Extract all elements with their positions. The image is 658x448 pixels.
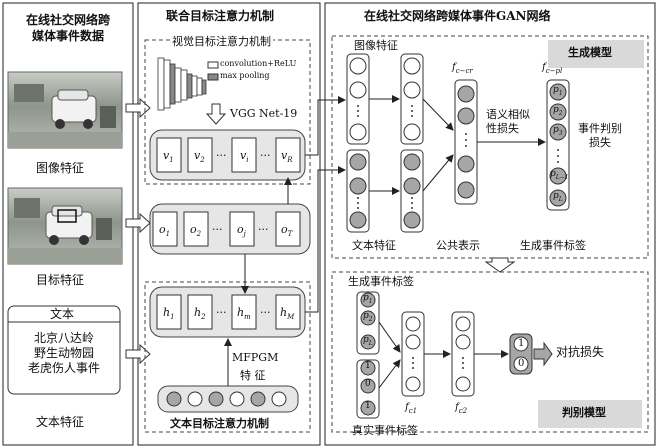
disc-p-nodes	[360, 292, 376, 350]
p-2: p2	[553, 105, 563, 117]
disc-columns	[356, 291, 475, 419]
generator-label-box	[548, 40, 644, 68]
image-feature-columns	[346, 53, 570, 233]
gen-text-feature: 文本特征	[352, 239, 396, 252]
f-ecpl-label: fc−pl	[542, 62, 563, 75]
h-ellipsis-2: ···	[260, 306, 271, 319]
v-cell-r: vR	[281, 149, 293, 165]
o-cell-j: oj	[237, 223, 246, 239]
fc2-label: fc2	[455, 402, 468, 415]
out-value-0: 0	[518, 358, 525, 369]
vgg-net-icon	[157, 57, 207, 111]
o-cell-2: o2	[190, 223, 202, 239]
disc-arrows	[378, 321, 509, 389]
gen-image-feature: 图像特征	[354, 39, 398, 52]
o-ellipsis-2: ···	[258, 223, 269, 236]
v-ellipsis-1: ···	[216, 149, 227, 162]
text-box-title: 文本	[50, 307, 75, 321]
out-value-1: 1	[518, 338, 525, 349]
gen-event-labels: 生成事件标签	[520, 239, 586, 252]
image-feature-photo	[7, 71, 123, 149]
text-box-outer	[7, 305, 121, 395]
v-ellipsis-2: ···	[260, 149, 271, 162]
text-attention-title: 文本目标注意力机制	[170, 417, 269, 430]
f-ecr-label: fc−cr	[452, 62, 473, 75]
disc-p-1: p1	[363, 293, 373, 305]
text-box-content: 北京八达岭 野生动物园 老虎伤人事件	[27, 331, 100, 375]
adversarial-loss-label: 对抗损失	[556, 345, 605, 359]
disc-hidden-nodes	[405, 316, 471, 392]
p-nodes	[549, 83, 567, 207]
semantic-loss-label: 语义相似 性损失	[486, 108, 530, 135]
left-title: 在线社交网络跨 媒体事件数据	[25, 13, 110, 43]
output-node-0	[513, 356, 529, 372]
o-cells	[152, 211, 301, 247]
output-node-1	[513, 336, 529, 352]
p-l: pL	[553, 191, 563, 203]
generator-label: 生成模型	[568, 46, 612, 59]
visual-attention-box	[144, 39, 311, 185]
real-event-labels: 真实事件标签	[352, 424, 418, 437]
disc-gen-event-labels: 生成事件标签	[348, 275, 414, 288]
visual-attention-title: 视觉目标注意力机制	[170, 35, 273, 49]
o-cell-t: oT	[281, 223, 293, 239]
h-cell-1: h1	[163, 306, 175, 322]
p-l-1: pL−1	[550, 169, 569, 181]
vgg-label: VGG Net-19	[230, 107, 298, 120]
hollow-arrows-left	[125, 97, 151, 365]
v-cell-1: v1	[163, 149, 174, 165]
right-title: 在线社交网络跨媒体事件GAN网络	[364, 9, 551, 23]
v-cell-i: vi	[240, 149, 249, 165]
event-loss-label: 事件判别 损失	[578, 122, 622, 149]
text-feature-label: 文本特征	[36, 415, 85, 429]
middle-title: 联合目标注意力机制	[166, 9, 275, 23]
disc-p-2: p2	[363, 311, 373, 323]
h-cell-M: hM	[280, 306, 295, 322]
h-cell-m: hm	[237, 306, 251, 322]
feature-circles	[166, 391, 287, 407]
legend-conv-swatch	[207, 61, 219, 69]
legend-pool-swatch	[207, 73, 219, 81]
real-value-2: 0	[365, 379, 371, 389]
o-cell-1: o1	[159, 223, 171, 239]
h-cells	[156, 294, 301, 330]
image-feature-label: 图像特征	[36, 161, 85, 175]
right-panel-frame	[324, 2, 656, 446]
disc-dots	[412, 357, 464, 369]
real-value-3: 1	[365, 401, 371, 411]
adversarial-arrow	[533, 341, 553, 367]
discriminator-label: 判别模型	[562, 406, 606, 419]
p-3: p3	[553, 125, 563, 137]
column-dots	[357, 105, 559, 209]
mfpgm-label: MFPGM	[232, 351, 279, 364]
generator-box	[331, 35, 649, 259]
gen-to-disc-arrow	[484, 257, 516, 273]
p-1: p1	[553, 85, 563, 97]
vgg-down-arrow	[205, 103, 227, 125]
h-ellipsis-1: ···	[216, 306, 227, 319]
common-repr-label: 公共表示	[436, 239, 480, 252]
v-cell-2: v2	[194, 149, 205, 165]
v-cells	[156, 137, 301, 173]
h-cell-2: h2	[194, 306, 206, 322]
target-feature-photo	[7, 187, 123, 265]
legend-pool-label: max pooling	[220, 71, 270, 80]
text-attention-box	[144, 281, 311, 433]
discriminator-box	[331, 271, 649, 433]
feature-bar-label: 特 征	[240, 369, 266, 382]
fc1-label: fc1	[405, 402, 418, 415]
disc-p-l: pL	[363, 335, 373, 347]
real-nodes	[360, 360, 376, 416]
generator-arrows	[369, 95, 546, 195]
target-feature-label: 目标特征	[36, 273, 85, 287]
o-ellipsis-1: ···	[212, 223, 223, 236]
real-value-1: 1	[365, 361, 371, 371]
neural-nodes	[349, 57, 475, 229]
legend-conv-label: convolution+ReLU	[220, 59, 297, 68]
discriminator-label-box	[538, 400, 642, 428]
